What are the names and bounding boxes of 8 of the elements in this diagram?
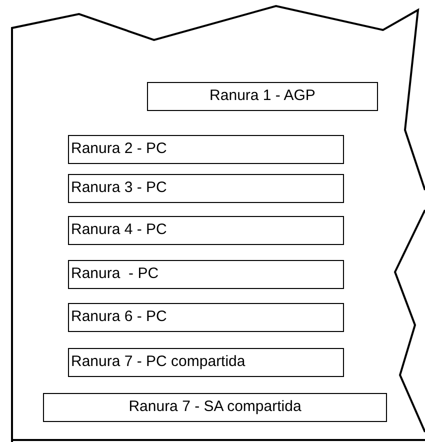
slot-label: Ranura 7 - SA compartida: [43, 393, 387, 422]
slot-label: Ranura 4 - PC: [68, 216, 344, 245]
slot-label: Ranura 6 - PC: [68, 303, 344, 332]
slot-label: Ranura 7 - PC compartida: [68, 348, 344, 377]
slot-label: Ranura 3 - PC: [68, 174, 344, 203]
slot-label: Ranura 1 - AGP: [147, 82, 378, 111]
slot-label: Ranura - PC: [68, 260, 344, 289]
slot-label: Ranura 2 - PC: [68, 135, 344, 164]
